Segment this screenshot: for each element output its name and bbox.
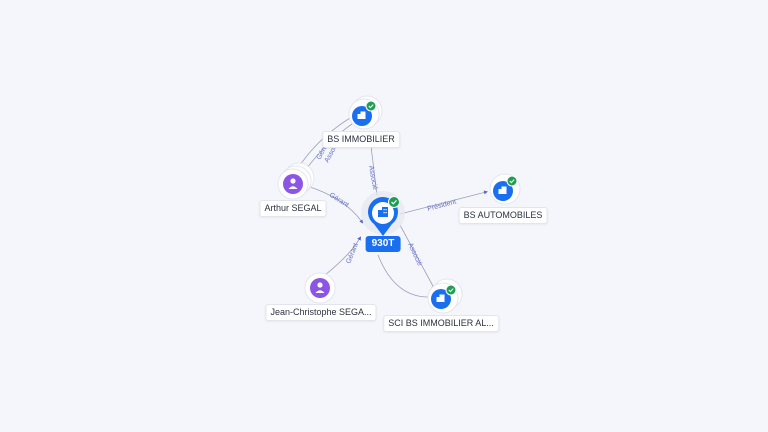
building-icon: [498, 186, 507, 194]
label-bs-immobilier[interactable]: BS IMMOBILIER: [322, 131, 400, 148]
center-node-label[interactable]: 930T: [365, 236, 401, 252]
edge-center-bs-automobiles: [399, 190, 488, 215]
building-icon: [357, 111, 366, 119]
person-icon: [288, 178, 298, 189]
edge-arthur-center: [306, 185, 364, 224]
building-icon: [436, 294, 445, 302]
node-jean-christophe[interactable]: [304, 272, 336, 304]
building-icon: [378, 207, 388, 217]
center-node[interactable]: [361, 191, 405, 236]
edge-label-associe-top: Associé: [367, 165, 378, 190]
edge-center-sci-bs-return: [377, 254, 431, 298]
label-bs-automobiles[interactable]: BS AUTOMOBILES: [458, 207, 548, 224]
verified-check-icon: [365, 100, 377, 112]
person-icon: [315, 282, 325, 293]
label-arthur-segal[interactable]: Arthur SEGAL: [259, 200, 327, 217]
edge-label-associe-right: Associé: [406, 242, 423, 267]
edge-jean-center: [324, 236, 362, 276]
edge-arthur-bs-immobilier-1: [297, 117, 351, 169]
verified-check-icon: [445, 284, 457, 296]
node-bs-immobilier[interactable]: [348, 95, 383, 130]
node-sci-bs-immobilier[interactable]: [427, 278, 463, 314]
verified-check-icon: [388, 196, 400, 208]
label-sci-bs-immobilier[interactable]: SCI BS IMMOBILIER AL...: [383, 315, 499, 332]
edge-label-gerant-arthur: Gérant: [328, 192, 350, 209]
verified-check-icon: [506, 175, 518, 187]
node-arthur-segal[interactable]: [277, 162, 315, 200]
edge-label-gerant-jean: Gérant: [345, 242, 360, 265]
edge-center-sci-bs: [399, 224, 435, 290]
label-jean-christophe[interactable]: Jean-Christophe SEGA...: [265, 304, 377, 321]
node-bs-automobiles[interactable]: [489, 173, 521, 205]
edge-label-president: Président: [427, 199, 457, 213]
